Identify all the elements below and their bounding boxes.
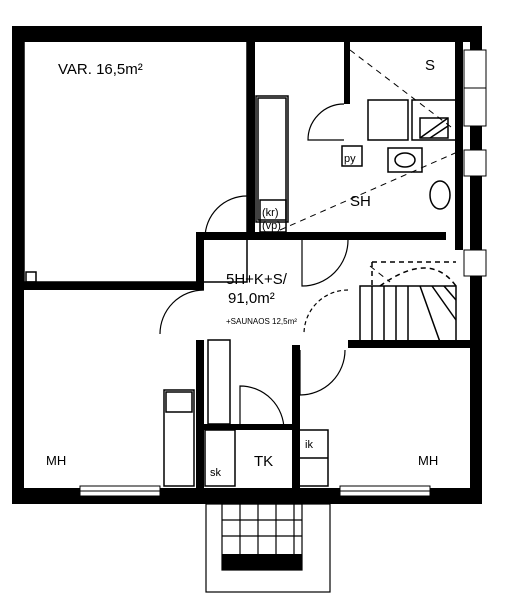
wardrobe-ik-label: ik [305, 439, 313, 451]
dashed-lines [279, 49, 463, 283]
laundry-label: py [344, 153, 356, 165]
door-swings [159, 40, 349, 431]
closet-kr-label: (kr) [262, 207, 279, 219]
interior-walls [24, 40, 470, 490]
entry-room-label: TK [254, 453, 273, 470]
washroom-label: SH [350, 193, 371, 210]
entrance-steps [205, 503, 331, 593]
bedroom-right-label: MH [418, 453, 438, 468]
windows [79, 49, 487, 497]
storage-label: S [425, 57, 435, 74]
bedroom-left-label: MH [46, 453, 66, 468]
door-mat [222, 554, 302, 570]
layout-type-label: 5H+K+S/ [226, 271, 288, 288]
wardrobe-sk-label: sk [210, 467, 222, 479]
closet-vp-label: (vp) [262, 220, 281, 232]
staircase [359, 261, 457, 343]
veranda-label: VAR. 16,5m² [58, 61, 143, 78]
sauna-area-label: +SAUNAOS 12,5m² [226, 317, 297, 326]
total-area-label: 91,0m² [228, 290, 275, 307]
fixtures [23, 39, 457, 487]
